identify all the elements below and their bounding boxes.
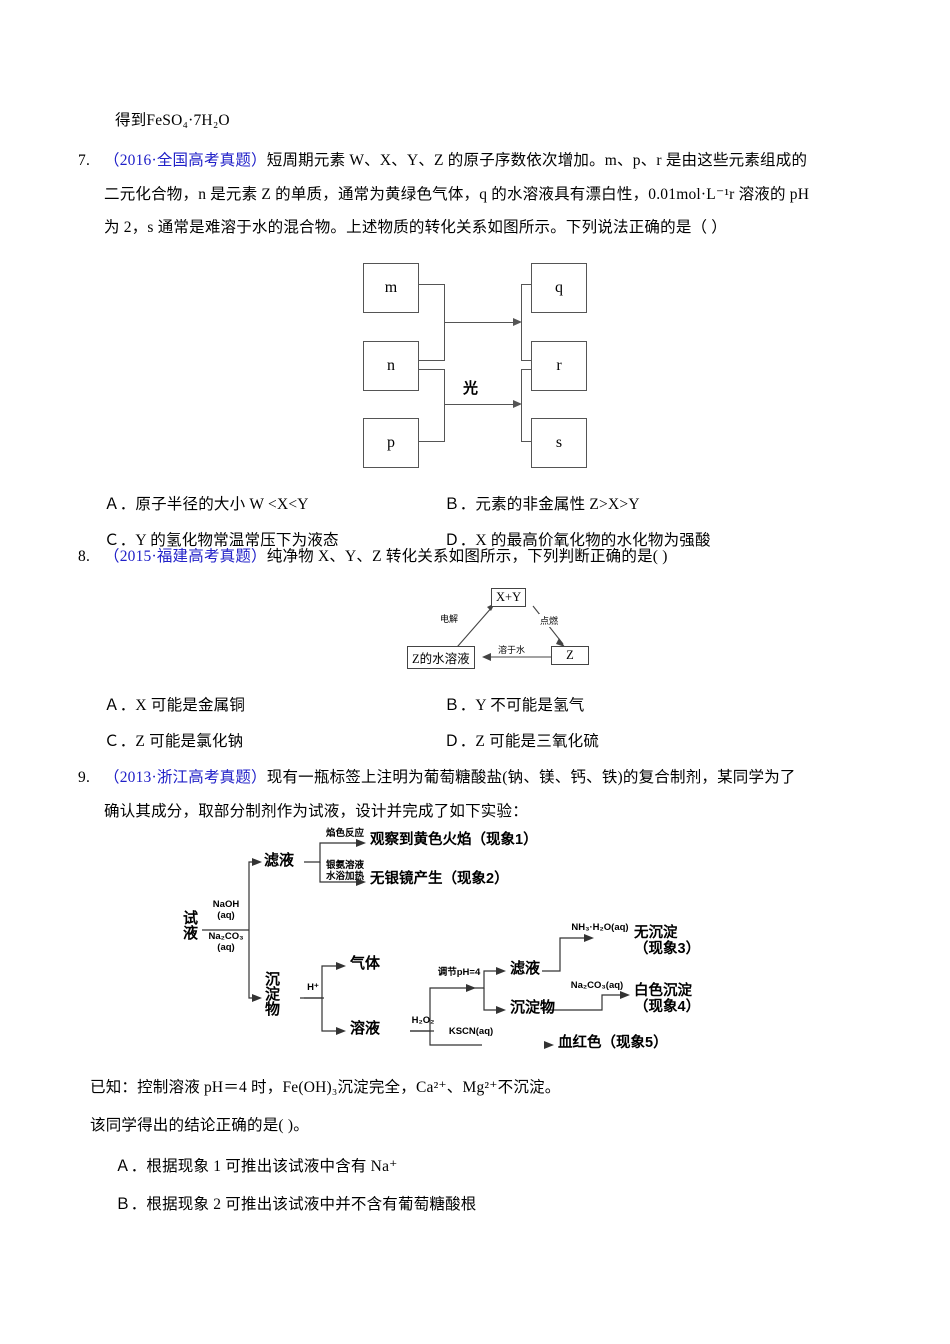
flow-node-filtrate: 滤液 [264,852,295,869]
flow-reagent-na2co3: Na₂CO₃ (aq) [208,931,244,953]
flow-node-filtrate-2: 滤液 [510,960,541,977]
q8-option-c: Ｃ．Z 可能是氯化钠 [104,732,244,750]
diagram-box-p: p [363,418,419,468]
q8-source-tag: （2015·福建高考真题） [104,548,267,565]
q7-stem-line3: 为 2，s 通常是难溶于水的混合物。上述物质的转化关系如图所示。下列说法正确的是… [104,219,728,236]
flow-reagent-adjust-ph: 调节pH=4 [437,967,481,978]
q9-known-line: 已知：控制溶液 pH＝4 时，Fe(OH)₃沉淀完全，Ca²⁺、Mg²⁺不沉淀。 [90,1079,561,1096]
q7-source-tag: （2016·全国高考真题） [104,152,267,169]
question-7: 7. （2016·全国高考真题）短周期元素 W、X、Y、Z 的原子序数依次增加。… [78,153,878,236]
diagram-box-r: r [531,341,587,391]
q9-source-tag: （2013·浙江高考真题） [104,769,267,786]
flow-reagent-silver-ammonia: 银氨溶液 水浴加热 [325,860,364,882]
q9-ask-line: 该同学得出的结论正确的是( )。 [90,1116,309,1134]
flow-reagent-naoh: NaOH (aq) [212,899,240,921]
q7-option-c: Ｃ．Y 的氢化物常温常压下为液态 [104,531,339,549]
diagram-box-s: s [531,418,587,468]
diagram-arrow-label-light: 光 [463,380,479,397]
diagram-box-q: q [531,263,587,313]
question-8: 8. （2015·福建高考真题）纯净物 X、Y、Z 转化关系如图所示，下列判断正… [78,549,878,565]
q8-options: Ａ．X 可能是金属铜 Ｂ．Y 不可能是氢气 Ｃ．Z 可能是氯化钠 Ｄ．Z 可能是… [104,698,884,749]
q8-label-electrolysis: 电解 [439,612,460,625]
flow-node-gas: 气体 [350,955,381,972]
q9-number: 9. [78,769,91,786]
flow-result-5: 血红色（现象5） [558,1035,668,1051]
flow-result-1: 观察到黄色火焰（现象1） [370,832,538,848]
q9-stem-line2: 确认其成分，取部分制剂作为试液，设计并完成了如下实验： [104,802,528,820]
q9-experiment-flowchart: 试液 NaOH (aq) Na₂CO₃ (aq) 滤液 焰色反应 银氨溶液 水浴… [181,828,742,1053]
flow-reagent-sodium-carbonate: Na₂CO₃(aq) [570,980,624,991]
flow-result-3: 无沉淀 （现象3） [634,925,701,957]
q7-options: Ａ．原子半径的大小 W <X<Y Ｂ．元素的非金属性 Z>X>Y Ｃ．Y 的氢化… [104,497,884,548]
flow-node-precipitate-2: 沉淀物 [510,999,556,1016]
q7-option-b: Ｂ．元素的非金属性 Z>X>Y [444,496,640,513]
q7-option-a: Ａ．原子半径的大小 W <X<Y [104,496,309,513]
flow-result-2: 无银镜产生（现象2） [370,871,509,887]
flow-node-test-solution: 试液 [181,910,198,940]
q9-trailing-text: 已知：控制溶液 pH＝4 时，Fe(OH)₃沉淀完全，Ca²⁺、Mg²⁺不沉淀。… [90,1080,890,1212]
q8-label-dissolve: 溶于水 [497,643,527,656]
q8-box-right: Z [551,646,589,665]
q9-option-a: Ａ．根据现象 1 可推出该试液中含有 Na⁺ [115,1158,398,1175]
flow-reagent-kscn: KSCN(aq) [448,1026,494,1037]
flow-node-precipitate: 沉淀物 [263,971,280,1016]
q7-option-d: Ｄ．X 的最高价氧化物的水化物为强酸 [444,531,711,549]
q8-box-top: X+Y [491,588,527,607]
q7-stem-line2: 二元化合物，n 是元素 Z 的单质，通常为黄绿色气体，q 的水溶液具有漂白性，0… [104,185,810,203]
top-text-fragment: 得到FeSO₄·7H₂O [115,112,230,129]
q8-option-d: Ｄ．Z 可能是三氧化硫 [444,732,600,750]
q7-conversion-diagram: m n p q r s 光 [345,263,605,468]
q7-number: 7. [78,152,91,169]
q8-stem-line1: 纯净物 X、Y、Z 转化关系如图所示，下列判断正确的是( ) [266,548,668,565]
q7-stem-line1: 短周期元素 W、X、Y、Z 的原子序数依次增加。m、p、r 是由这些元素组成的 [266,152,808,169]
flow-reagent-h2o2: H₂O₂ [411,1015,435,1026]
diagram-box-m: m [363,263,419,313]
flow-node-solution: 溶液 [350,1020,381,1037]
flow-reagent-ammonia: NH₃·H₂O(aq) [571,922,629,933]
q8-label-ignite: 点燃 [539,614,560,627]
q9-stem-line1: 现有一瓶标签上注明为葡萄糖酸盐(钠、镁、钙、铁)的复合制剂，某同学为了 [266,769,796,786]
q8-option-a: Ａ．X 可能是金属铜 [104,697,246,714]
flow-result-4: 白色沉淀 （现象4） [634,983,701,1015]
q8-triangle-diagram: X+Y Z的水溶液 Z 电解 点燃 溶于水 [403,586,603,674]
flow-reagent-flame-test: 焰色反应 [325,828,364,839]
q8-number: 8. [78,548,91,565]
q8-box-left: Z的水溶液 [407,646,475,669]
question-9: 9. （2013·浙江高考真题）现有一瓶标签上注明为葡萄糖酸盐(钠、镁、钙、铁)… [78,770,878,819]
diagram-box-n: n [363,341,419,391]
q8-option-b: Ｂ．Y 不可能是氢气 [444,697,585,714]
q9-option-b: Ｂ．根据现象 2 可推出该试液中并不含有葡萄糖酸根 [115,1195,477,1213]
flow-reagent-acid: H⁺ [307,982,319,993]
